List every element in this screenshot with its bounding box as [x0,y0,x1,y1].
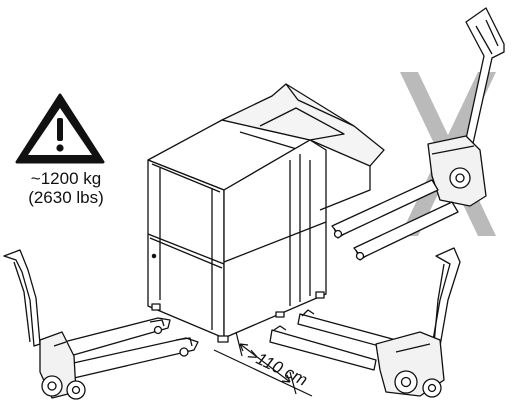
weight-kg-text: ~1200 kg [30,169,102,188]
weight-lbs-text: (2630 lbs) [28,188,104,207]
pallet-jack-wrong [331,7,505,261]
warning-triangle-icon [15,93,105,164]
dimension-label: >110 cm [244,345,310,390]
machine-cabinet [147,83,385,343]
dimension-arrow [213,331,313,397]
pallet-jack-right [269,247,461,398]
pallet-jack-left [3,249,199,400]
